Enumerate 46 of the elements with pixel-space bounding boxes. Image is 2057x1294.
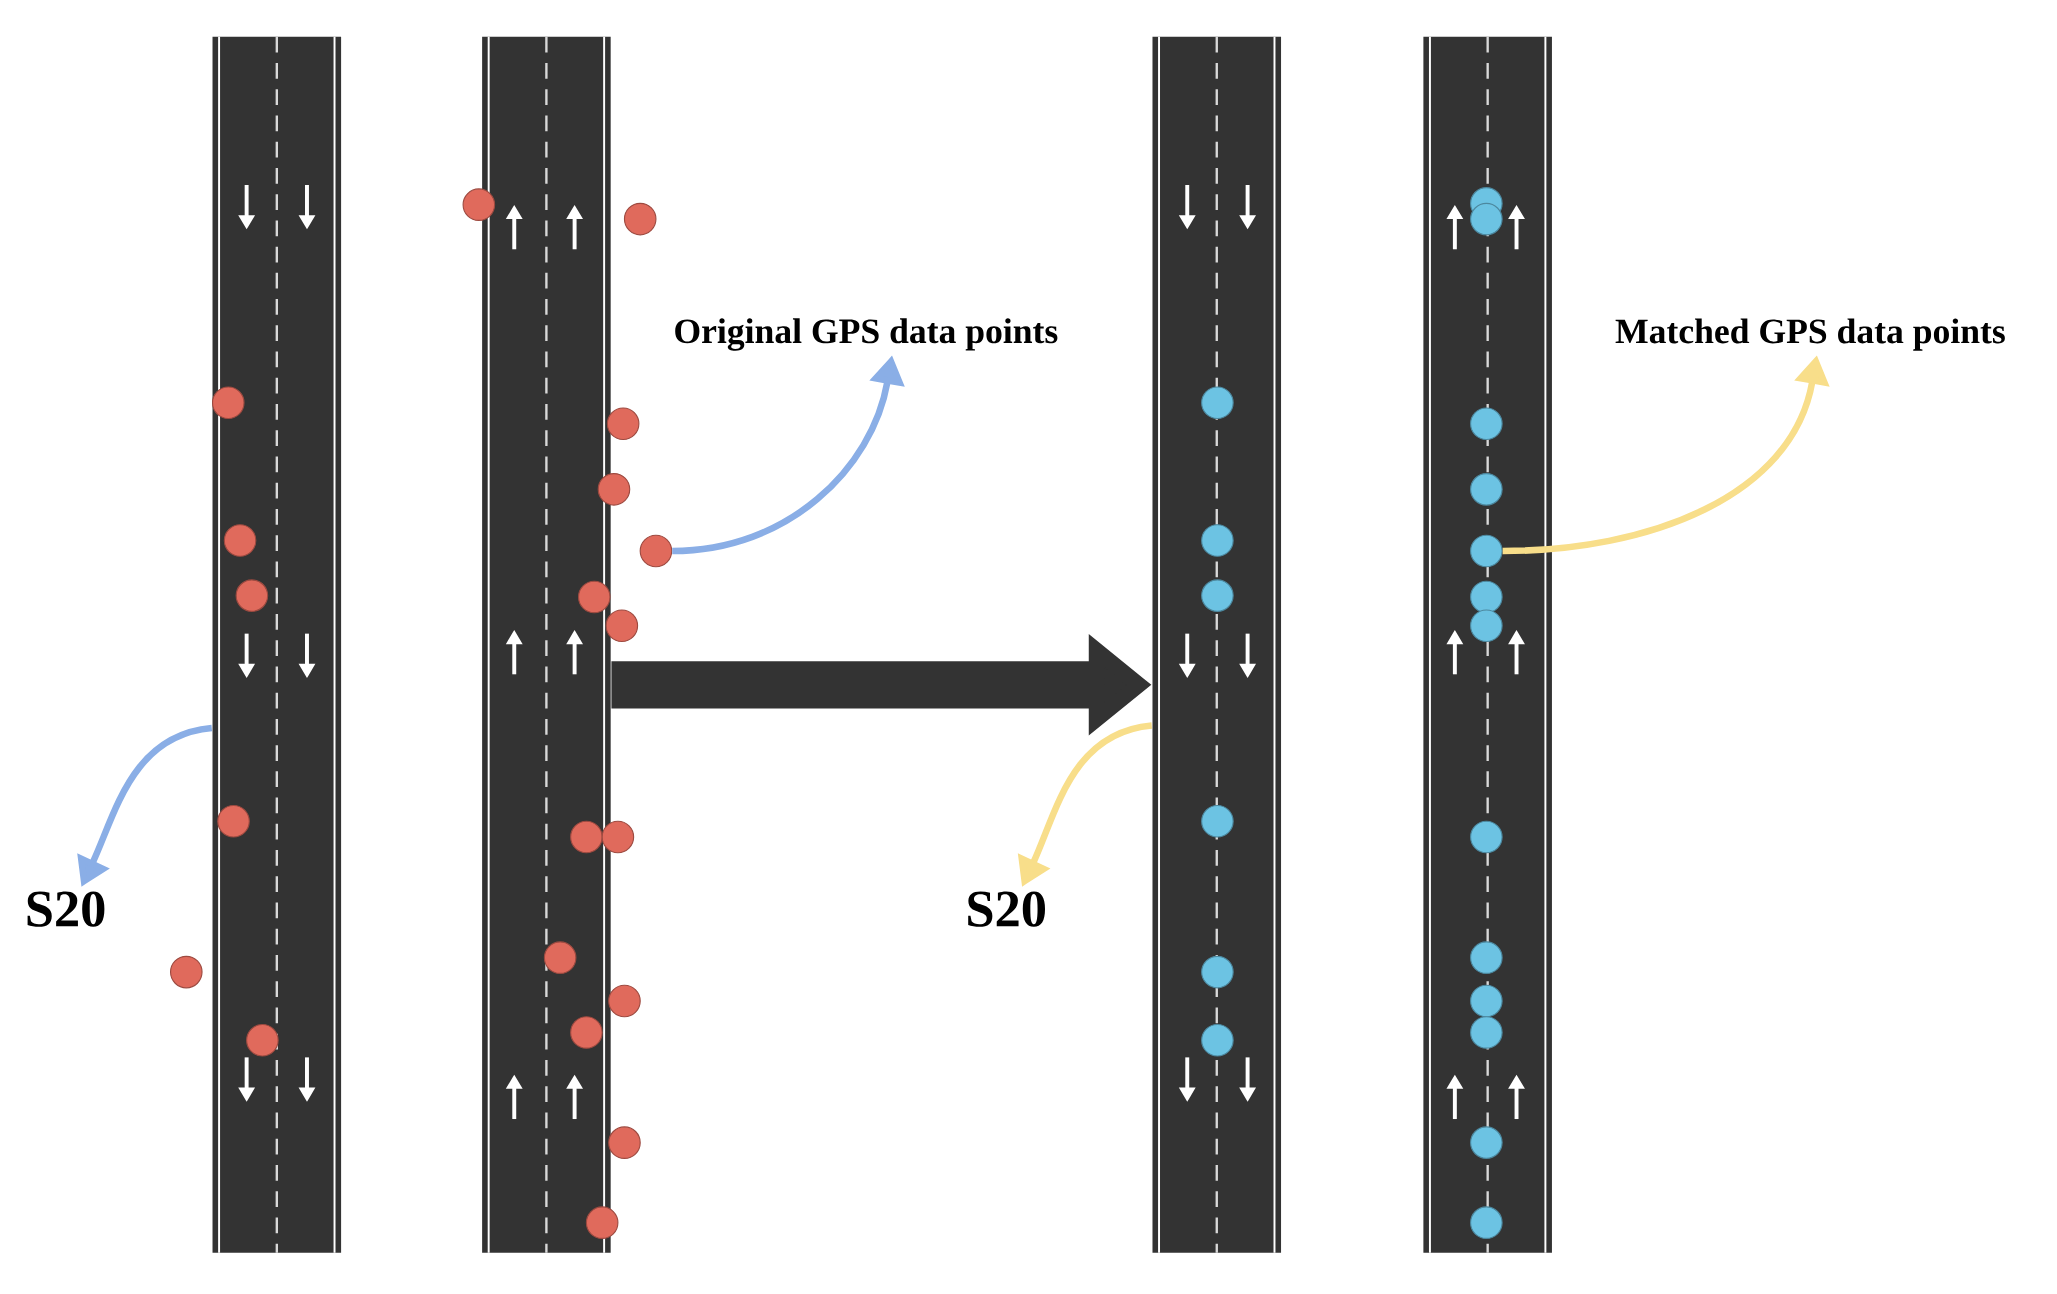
gps-point xyxy=(223,524,257,558)
gps-point xyxy=(211,386,245,420)
gps-point xyxy=(235,579,269,613)
gps-point xyxy=(1201,579,1234,613)
road xyxy=(212,36,342,1255)
gps-point xyxy=(1201,956,1234,989)
label-text: S20 xyxy=(27,891,105,928)
label-text: Original GPS data points xyxy=(675,318,1058,352)
gps-point xyxy=(601,820,635,854)
road xyxy=(1152,36,1282,1255)
gps-point xyxy=(606,407,640,441)
road xyxy=(1423,36,1552,1255)
gps-point xyxy=(597,473,631,506)
gps-point xyxy=(1470,1126,1503,1160)
gps-point xyxy=(1470,984,1503,1018)
gps-point xyxy=(1470,609,1503,643)
gps-point xyxy=(246,1024,279,1057)
gps-point xyxy=(1470,473,1503,506)
label-text: S20 xyxy=(968,891,1045,928)
gps-point xyxy=(639,534,673,568)
gps-point xyxy=(1470,407,1503,441)
gps-point xyxy=(577,580,611,614)
gps-point xyxy=(1470,941,1503,975)
gps-point xyxy=(1201,524,1234,558)
gps-point xyxy=(1470,1206,1503,1240)
gps-point xyxy=(1470,820,1503,854)
gps-point xyxy=(1470,580,1503,614)
gps-point xyxy=(570,1016,603,1049)
gps-point xyxy=(462,188,496,222)
gps-point xyxy=(1470,534,1503,568)
gps-point xyxy=(608,984,641,1018)
gps-point xyxy=(605,609,639,643)
gps-point xyxy=(1470,203,1503,236)
gps-point xyxy=(1201,1024,1234,1057)
gps-point xyxy=(623,203,657,236)
road xyxy=(482,36,611,1255)
gps-point xyxy=(170,956,203,989)
gps-point xyxy=(1470,1016,1503,1049)
gps-point xyxy=(1201,805,1234,838)
label-text: Matched GPS data points xyxy=(1615,318,2005,351)
gps-point xyxy=(608,1126,641,1160)
gps-point xyxy=(570,820,603,854)
gps-point xyxy=(543,941,577,975)
gps-point xyxy=(585,1206,619,1240)
gps-point xyxy=(217,805,250,838)
gps-point xyxy=(1201,386,1234,420)
